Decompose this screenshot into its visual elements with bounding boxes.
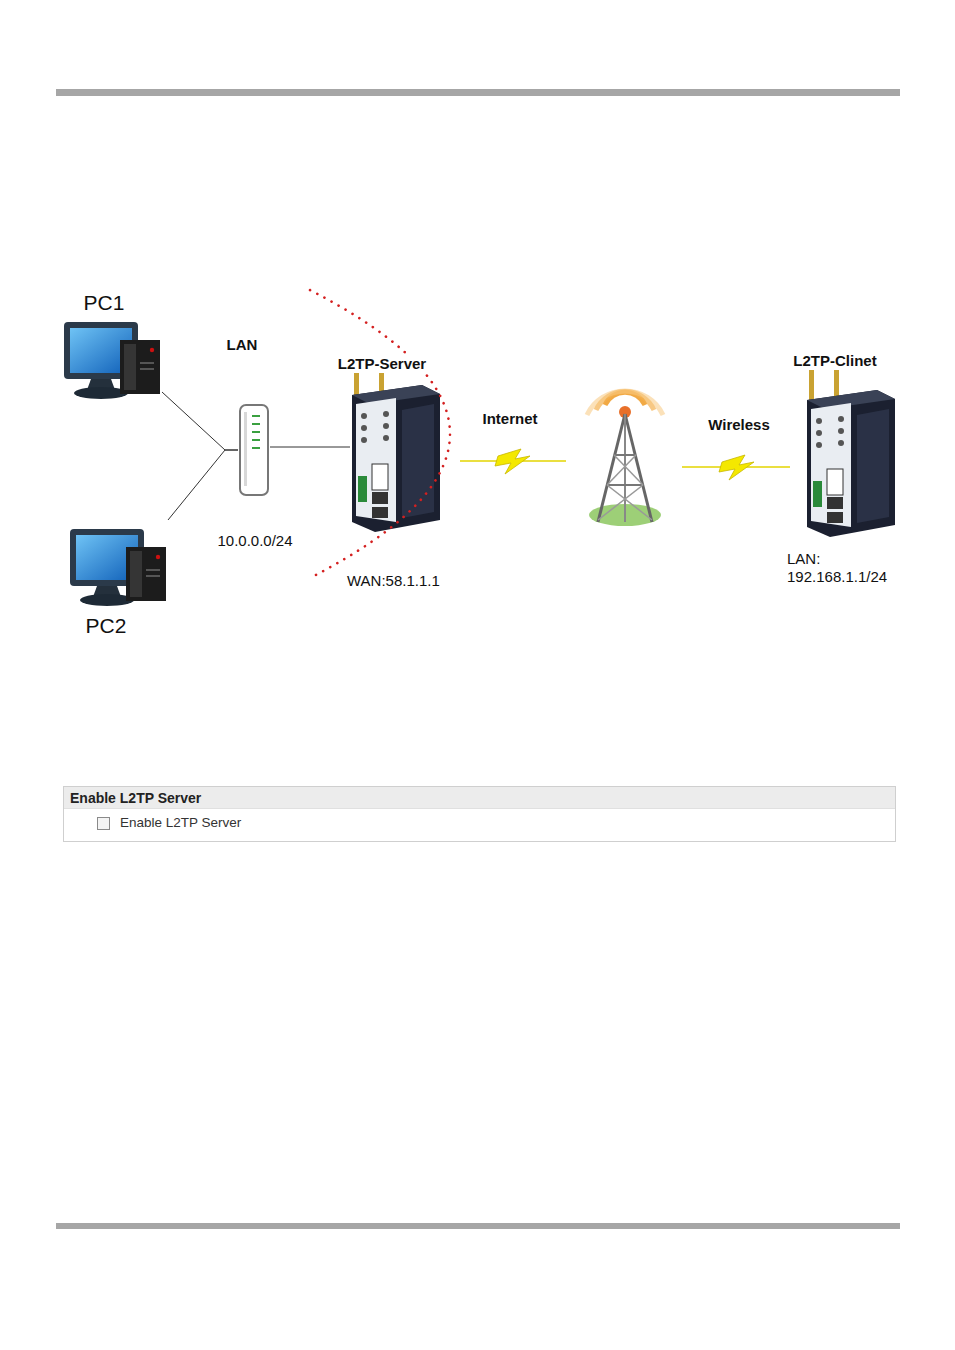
- header-rule: [56, 89, 900, 96]
- address-label: 10.0.0.0/24: [215, 532, 294, 550]
- cell-tower-part: [607, 455, 636, 485]
- cell-tower: [587, 391, 663, 526]
- link-label: Internet: [480, 410, 539, 427]
- server-zone-arc: [310, 290, 450, 578]
- switch-icon-part: [252, 415, 260, 417]
- cell-tower-part: [607, 484, 643, 486]
- device-name: PC2: [84, 613, 129, 638]
- switch-icon: [240, 405, 268, 495]
- device-name: L2TP-Clinet: [791, 352, 878, 370]
- checkbox-label: Enable L2TP Server: [120, 815, 241, 831]
- pc2-icon: [70, 529, 166, 606]
- device-name: L2TP-Server: [336, 355, 428, 373]
- client-router-node: L2TP-ClinetLAN: 192.168.1.1/24: [805, 383, 897, 539]
- switch-node: LAN10.0.0.0/24: [238, 403, 270, 497]
- device-name: PC1: [82, 290, 127, 315]
- switch-icon-part: [252, 423, 260, 425]
- server-router-node: L2TP-ServerWAN:58.1.1.1: [350, 378, 442, 534]
- checkbox: [97, 817, 110, 830]
- link-label: Wireless: [706, 416, 772, 433]
- network-cable: [162, 392, 238, 450]
- switch-icon-part: [244, 412, 247, 486]
- device-name: LAN: [225, 336, 260, 354]
- cell-tower-part: [614, 454, 636, 456]
- wireless-bolt: [682, 455, 790, 480]
- cell-tower-part: [614, 455, 643, 485]
- pc1-icon: [64, 322, 160, 399]
- network-cable: [270, 447, 350, 448]
- footer-rule: [56, 1223, 900, 1229]
- cell-tower-part: [625, 414, 652, 522]
- wireless-bolt-part: [719, 455, 754, 480]
- switch-icon-part: [252, 431, 260, 433]
- server-router-icon: [352, 358, 440, 532]
- settings-panel: Enable L2TP ServerEnable L2TP Server: [63, 786, 896, 842]
- internet-bolt-part: [495, 449, 530, 474]
- address-label: WAN:58.1.1.1: [345, 572, 442, 590]
- cell-tower-part: [598, 485, 643, 520]
- cell-tower-part: [598, 414, 625, 522]
- network-cable: [168, 450, 238, 520]
- panel-heading: Enable L2TP Server: [64, 787, 895, 809]
- internet-bolt: [460, 449, 566, 474]
- address-label: LAN: 192.168.1.1/24: [785, 550, 907, 586]
- switch-icon-part: [240, 405, 268, 495]
- pc-node: PC2: [68, 527, 168, 605]
- client-router-icon: [807, 363, 895, 537]
- switch-icon-part: [252, 439, 260, 441]
- pc-node: PC1: [62, 320, 162, 402]
- switch-icon-part: [252, 447, 260, 449]
- cell-tower-part: [607, 485, 652, 520]
